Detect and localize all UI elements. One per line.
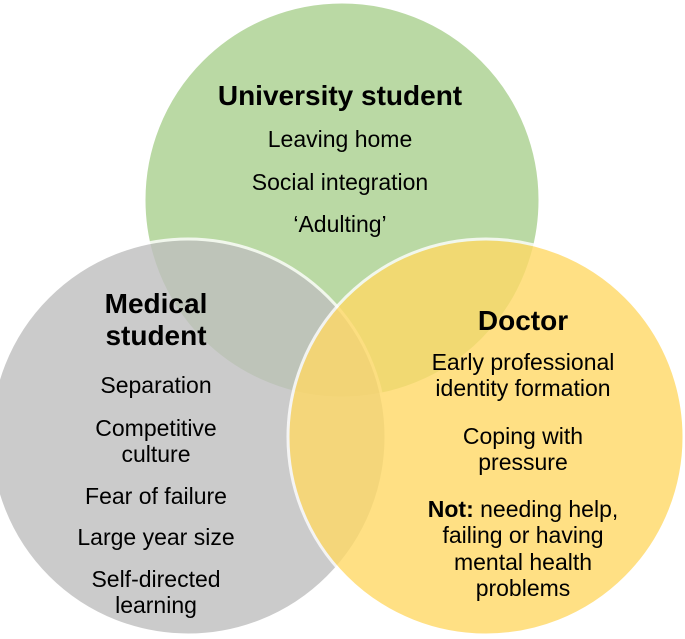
university-item: ‘Adulting’ [293, 211, 387, 237]
medical-item: Large year size [77, 524, 235, 550]
doctor-not-item: Not: needing help, failing or having men… [427, 496, 619, 602]
doctor-item: Early professional identity formation [431, 349, 615, 402]
medical-student-title: Medical student [104, 288, 208, 352]
doctor-item: Coping with pressure [462, 423, 584, 476]
medical-item: Self-directed learning [91, 566, 221, 619]
not-label: Not: [427, 496, 474, 522]
university-item: Leaving home [267, 126, 413, 152]
doctor-title: Doctor [477, 305, 569, 336]
medical-item: Separation [100, 372, 212, 398]
university-item: Social integration [251, 169, 429, 195]
medical-item: Competitive culture [95, 415, 217, 468]
university-student-title: University student [217, 80, 463, 111]
medical-item: Fear of failure [85, 483, 227, 509]
doctor-circle [286, 237, 685, 637]
